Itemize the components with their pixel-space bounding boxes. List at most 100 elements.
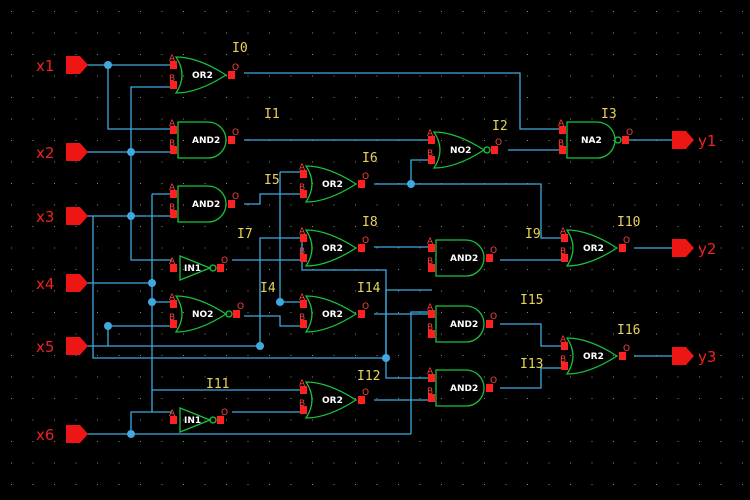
pin-a[interactable]: [170, 416, 177, 424]
pin-a[interactable]: [561, 342, 568, 350]
pin-label-b: B: [169, 74, 175, 84]
pin-b[interactable]: [300, 254, 307, 262]
pin-a[interactable]: [170, 264, 177, 272]
input-port-x6[interactable]: x6: [36, 425, 88, 444]
instance-label: I14: [357, 281, 381, 296]
input-port-x1[interactable]: x1: [36, 56, 88, 75]
pin-label-o: O: [623, 236, 630, 246]
pin-o[interactable]: [217, 416, 224, 424]
pin-a[interactable]: [170, 126, 177, 134]
pin-a[interactable]: [300, 300, 307, 308]
inversion-bubble: [209, 264, 217, 272]
pin-o[interactable]: [491, 146, 498, 154]
pin-a[interactable]: [428, 136, 435, 144]
input-port-x2[interactable]: x2: [36, 143, 88, 162]
pin-o[interactable]: [228, 200, 235, 208]
pin-a[interactable]: [300, 386, 307, 394]
pin-a[interactable]: [561, 234, 568, 242]
pin-a[interactable]: [428, 244, 435, 252]
pin-o[interactable]: [486, 254, 493, 262]
pin-a[interactable]: [300, 170, 307, 178]
pin-b[interactable]: [428, 156, 435, 164]
pin-o[interactable]: [233, 310, 240, 318]
gate-type-label: OR2: [322, 180, 343, 190]
pin-label-b: B: [299, 183, 305, 193]
pin-o[interactable]: [619, 244, 626, 252]
pin-b[interactable]: [428, 264, 435, 272]
pin-label-b: B: [427, 387, 433, 397]
junction-dot: [127, 212, 135, 220]
pin-o[interactable]: [358, 310, 365, 318]
pin-o[interactable]: [486, 320, 493, 328]
pin-a[interactable]: [170, 300, 177, 308]
pin-a[interactable]: [300, 234, 307, 242]
gate-type-label: IN1: [184, 416, 201, 426]
pin-label-o: O: [362, 302, 369, 312]
wire-i6-out: [374, 159, 563, 239]
output-port-y2[interactable]: y2: [672, 239, 716, 258]
pin-a[interactable]: [559, 126, 566, 134]
output-port-y3[interactable]: y3: [672, 347, 716, 366]
pin-b[interactable]: [170, 320, 177, 328]
gate-type-label: AND2: [450, 254, 478, 264]
pin-b[interactable]: [300, 320, 307, 328]
pin-a[interactable]: [170, 61, 177, 69]
pin-b[interactable]: [428, 394, 435, 402]
pin-a[interactable]: [170, 190, 177, 198]
pin-o[interactable]: [619, 352, 626, 360]
pin-b[interactable]: [561, 362, 568, 370]
pin-b[interactable]: [170, 146, 177, 154]
junction-dot: [148, 279, 156, 287]
pin-a[interactable]: [428, 310, 435, 318]
wire-x5: [86, 237, 302, 347]
pin-o[interactable]: [358, 244, 365, 252]
instance-label: I4: [260, 281, 276, 296]
pin-o[interactable]: [622, 136, 629, 144]
input-port-x3[interactable]: x3: [36, 207, 88, 226]
pin-o[interactable]: [358, 180, 365, 188]
instance-label: I1: [264, 107, 280, 122]
pin-o[interactable]: [217, 264, 224, 272]
input-port-x4[interactable]: x4: [36, 274, 88, 293]
instance-label: I6: [362, 151, 378, 166]
pin-b[interactable]: [300, 406, 307, 414]
output-port-y1[interactable]: y1: [672, 131, 716, 150]
pin-label-o: O: [362, 172, 369, 182]
pin-a[interactable]: [428, 374, 435, 382]
pin-o[interactable]: [486, 384, 493, 392]
pin-b[interactable]: [170, 210, 177, 218]
pin-b[interactable]: [561, 254, 568, 262]
port-label-x5: x5: [36, 338, 54, 356]
input-port-x5[interactable]: x5: [36, 337, 88, 356]
pin-b[interactable]: [559, 146, 566, 154]
pin-o[interactable]: [358, 396, 365, 404]
gate-type-label: OR2: [322, 310, 343, 320]
pin-b[interactable]: [428, 330, 435, 338]
junction-dot: [104, 322, 112, 330]
pin-label-b: B: [558, 139, 564, 149]
wire-i0-out: [244, 72, 561, 130]
gate-type-label: IN1: [184, 264, 201, 274]
pin-o[interactable]: [228, 71, 235, 79]
pin-o[interactable]: [228, 136, 235, 144]
pin-b[interactable]: [300, 190, 307, 198]
wire-i13-out: [500, 367, 563, 389]
pin-b[interactable]: [170, 81, 177, 89]
